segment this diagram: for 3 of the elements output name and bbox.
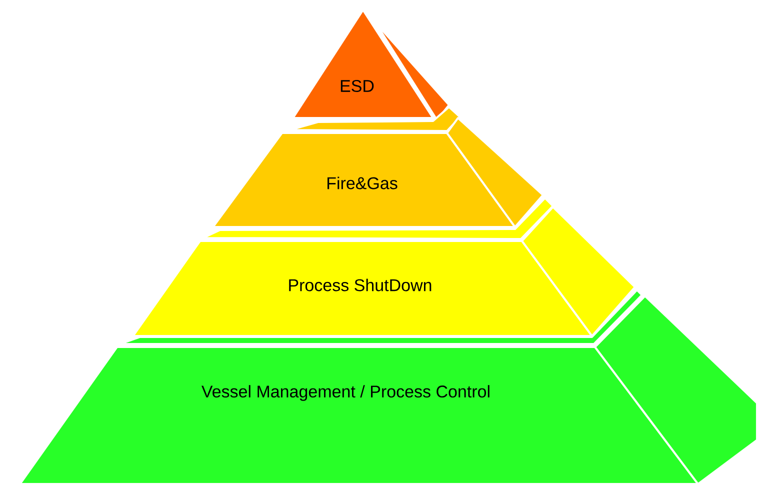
pyramid-layer: Process ShutDown bbox=[132, 197, 636, 337]
pyramid-layer: Fire&Gas bbox=[212, 106, 544, 228]
pyramid-layer: ESD bbox=[292, 9, 450, 121]
